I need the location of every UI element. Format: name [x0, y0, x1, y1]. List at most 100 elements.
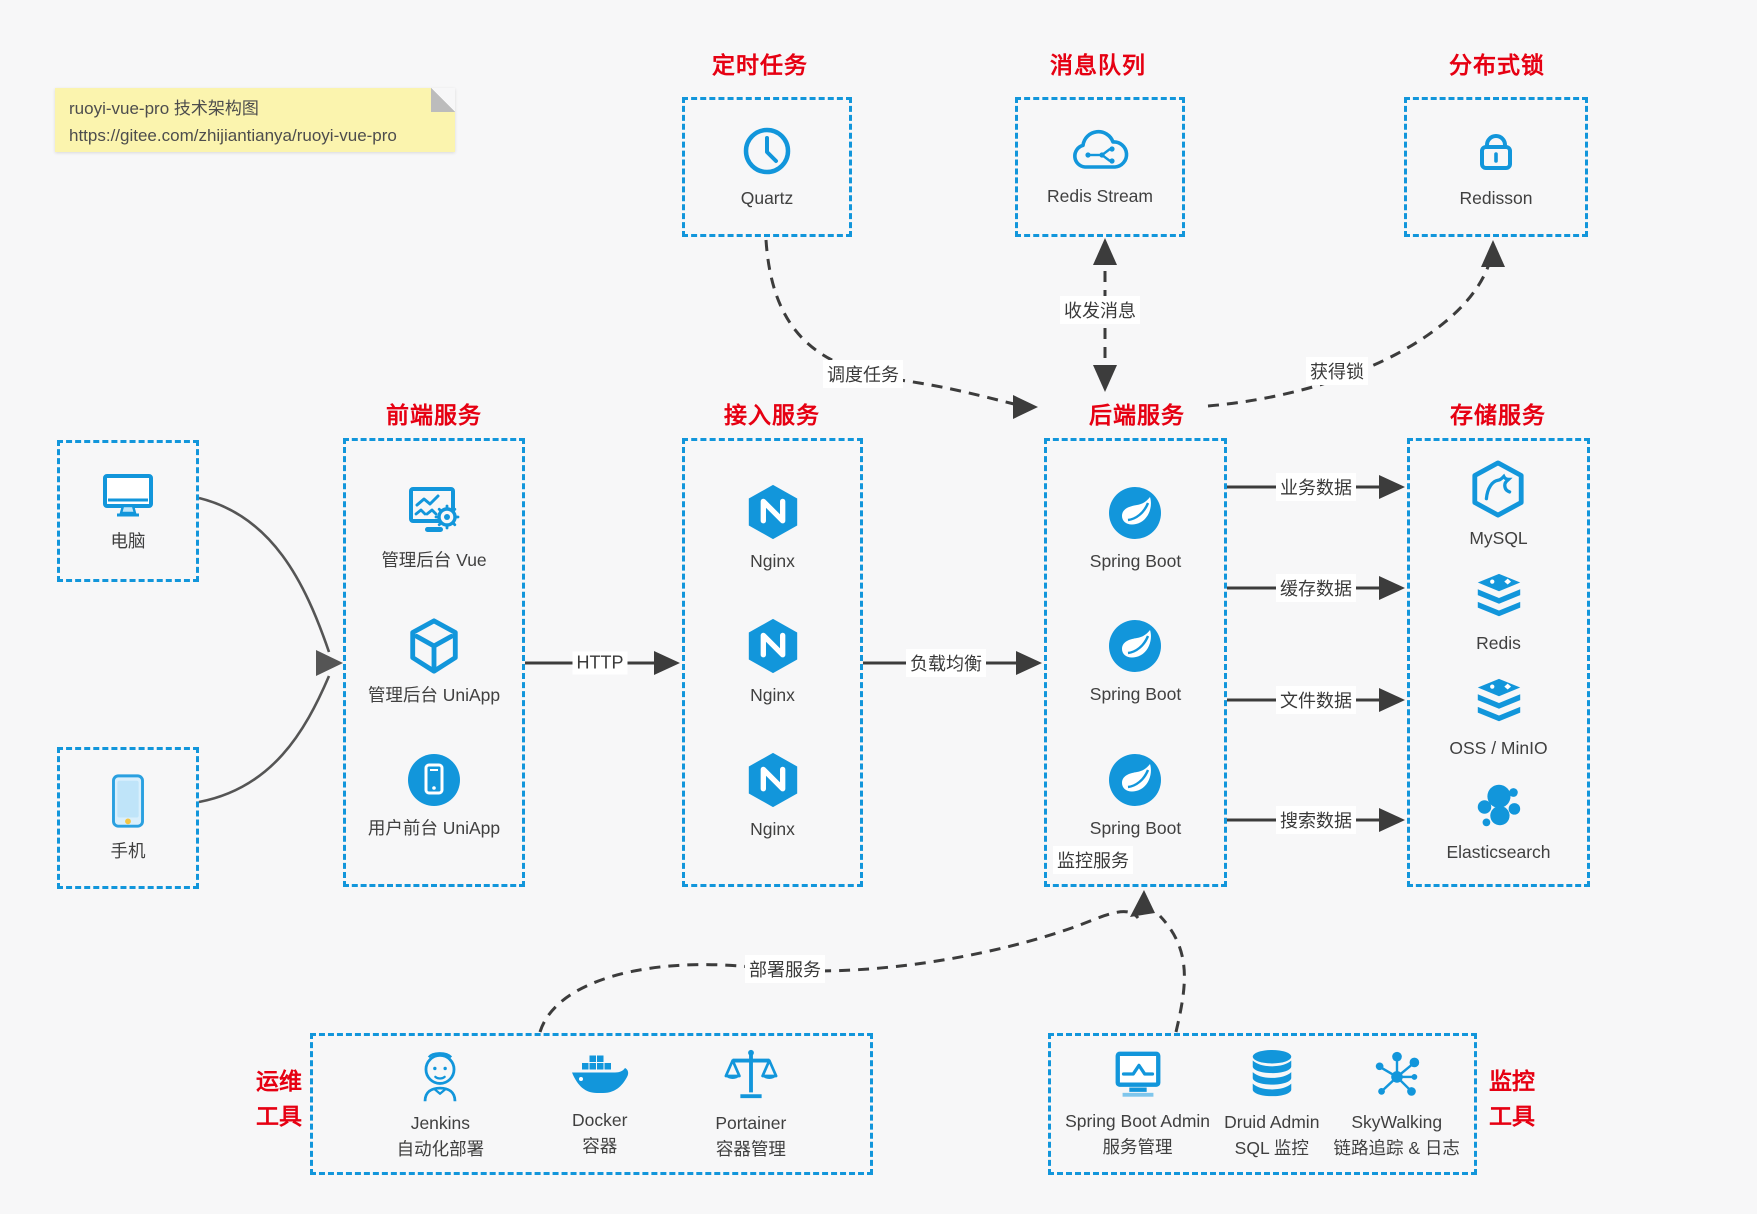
business-data-edge-label: 业务数据 — [1276, 473, 1356, 501]
admin-vue-icon — [403, 483, 465, 541]
phone-to-frontend-curve — [198, 675, 331, 804]
ops-tools-side-label: 运维 工具 — [256, 1068, 302, 1129]
section-label-storage: 存储服务 — [1450, 402, 1546, 428]
nginx-label-1: Nginx — [750, 551, 795, 572]
messages-down-arrowhead — [1093, 365, 1117, 392]
pc-client-node: 电脑 — [97, 468, 159, 554]
jenkins-icon — [412, 1046, 468, 1104]
nginx-icon — [744, 750, 802, 810]
spring-icon — [1106, 617, 1164, 675]
search-data-edge-label: 搜索数据 — [1276, 806, 1356, 834]
spring-icon — [1106, 751, 1164, 809]
lock-arrowhead — [1481, 240, 1505, 267]
deploy-edge-label: 部署服务 — [745, 955, 825, 983]
admin-uniapp-node: 管理后台 UniApp — [368, 616, 500, 708]
admin-vue-label: 管理后台 Vue — [381, 550, 487, 571]
nginx-icon — [744, 482, 802, 542]
schedule-arrowhead — [1013, 395, 1038, 419]
quartz-box: Quartz — [682, 97, 852, 237]
nginx-node-2: Nginx — [744, 616, 802, 708]
section-label-scheduler: 定时任务 — [712, 52, 808, 78]
section-label-mq: 消息队列 — [1050, 52, 1146, 78]
section-label-gateway: 接入服务 — [724, 402, 820, 428]
oss-minio-node: OSS / MinIO — [1449, 675, 1548, 761]
redisson-label: Redisson — [1459, 187, 1533, 208]
quartz-node: Quartz — [739, 123, 795, 211]
springboot-node-3: Spring Boot — [1090, 751, 1181, 841]
redis-node: Redis — [1470, 570, 1528, 656]
messages-edge-label: 收发消息 — [1060, 296, 1140, 324]
redisson-node: Redisson — [1459, 123, 1533, 211]
admin-monitor-icon — [1108, 1048, 1168, 1102]
phone-client-node: 手机 — [105, 772, 151, 864]
section-label-backend: 后端服务 — [1089, 402, 1185, 428]
springboot-node-1: Spring Boot — [1090, 484, 1181, 574]
springboot-label-3: Spring Boot — [1089, 817, 1182, 838]
redisson-box: Redisson — [1404, 97, 1588, 237]
user-uniapp-node: 用户前台 UniApp — [368, 751, 500, 841]
spring-icon — [1106, 484, 1164, 542]
elasticsearch-icon — [1469, 779, 1527, 833]
redis-stream-label: Redis Stream — [1046, 185, 1153, 206]
pc-to-frontend-curve — [198, 496, 331, 653]
admin-vue-node: 管理后台 Vue — [381, 483, 487, 573]
springboot-label-2: Spring Boot — [1089, 684, 1182, 705]
http-edge-label: HTTP — [572, 651, 628, 675]
backend-box: Spring Boot Spring Boot Spring Boot — [1044, 438, 1227, 887]
database-icon — [1246, 1047, 1298, 1103]
clock-icon — [739, 123, 795, 179]
pc-client-label: 电脑 — [110, 530, 146, 551]
phone-icon — [105, 772, 151, 832]
quartz-label: Quartz — [740, 187, 794, 208]
note-url: https://gitee.com/zhijiantianya/ruoyi-vu… — [69, 126, 397, 146]
section-label-frontend: 前端服务 — [386, 402, 482, 428]
cloud-stream-icon — [1068, 125, 1132, 177]
redis-stream-node: Redis Stream — [1047, 125, 1153, 209]
mysql-label: MySQL — [1469, 528, 1528, 549]
note-fold-corner — [431, 88, 455, 112]
phone-client-box: 手机 — [57, 747, 199, 889]
monitor-edge-label: 监控服务 — [1053, 846, 1133, 874]
cache-data-edge-label: 缓存数据 — [1276, 574, 1356, 602]
mysql-icon — [1469, 459, 1527, 519]
scales-icon — [723, 1046, 779, 1104]
nginx-node-3: Nginx — [744, 750, 802, 842]
nginx-icon — [744, 616, 802, 676]
storage-box: MySQL Redis OSS — [1407, 438, 1590, 887]
nginx-label-3: Nginx — [750, 819, 795, 840]
frontend-arrowhead — [316, 650, 343, 676]
admin-uniapp-label: 管理后台 UniApp — [367, 685, 501, 706]
redis-label: Redis — [1476, 632, 1521, 653]
messages-up-arrowhead — [1093, 238, 1117, 265]
redis-stream-box: Redis Stream — [1015, 97, 1185, 237]
file-data-edge-label: 文件数据 — [1276, 686, 1356, 714]
nginx-node-1: Nginx — [744, 482, 802, 574]
user-uniapp-label: 用户前台 UniApp — [367, 818, 501, 839]
schedule-edge-label: 调度任务 — [823, 360, 903, 388]
monitor-curve — [1158, 914, 1186, 1033]
docker-icon — [568, 1049, 632, 1101]
gateway-box: Nginx Nginx Nginx — [682, 438, 863, 887]
lock-curve — [1207, 253, 1494, 408]
storage-stack-icon — [1470, 675, 1528, 729]
topology-icon — [1369, 1047, 1425, 1103]
elasticsearch-label: Elasticsearch — [1446, 842, 1551, 863]
deploy-arrowhead — [1130, 890, 1155, 917]
lock-icon — [1468, 123, 1524, 179]
sticky-note: ruoyi-vue-pro 技术架构图 https://gitee.com/zh… — [55, 88, 455, 152]
mobile-app-icon — [405, 751, 463, 809]
deploy-curve — [538, 910, 1140, 1033]
